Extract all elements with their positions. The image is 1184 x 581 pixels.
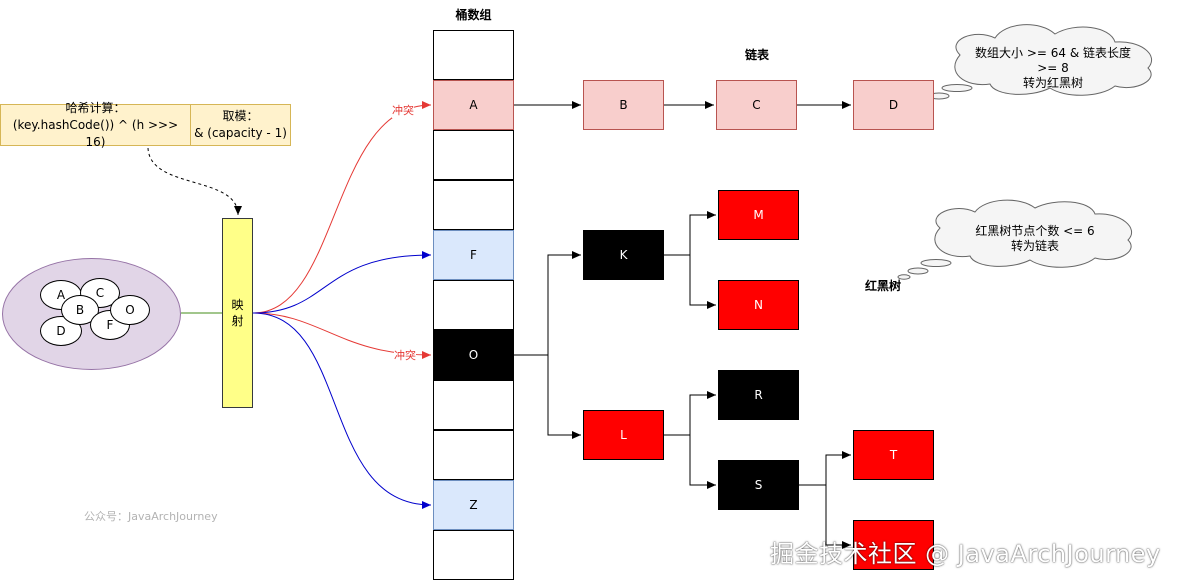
map-to-F-arrow [252,251,432,314]
tree-node-L: L [583,410,664,460]
hash-modulo-formula: & (capacity - 1) [194,126,287,140]
red-black-tree-title: 红黑树 [864,279,901,293]
tree-node-T: T [853,430,934,480]
L-to-R-arrow [664,391,716,436]
hash-to-mapping-arrow [147,147,242,216]
cloud-tree-text: 红黑树节点个数 <= 6 转为链表 [960,224,1110,254]
bucket-array-title: 桶数组 [455,8,492,22]
cloud-tree-line2: 转为链表 [1010,239,1059,253]
O-to-L-arrow [547,355,581,439]
hash-compute-label: 哈希计算： [65,100,126,115]
map-to-Z-arrow [252,312,432,509]
S-to-T-arrow [798,451,851,486]
linked-list-title: 链表 [744,48,769,62]
cloud-list-line2: 转为红黑树 [1022,76,1083,90]
bucket-cell-7 [433,380,514,430]
watermark-large: 掘金技术社区 @ JavaArchJourney [770,540,1161,568]
mapping-bar: 映 射 [222,218,253,408]
collision-label-1: 冲突 [392,102,414,118]
bucket-cell-0 [433,30,514,80]
bucket-cell-5 [433,280,514,330]
hash-modulo-box: 取模： & (capacity - 1) [190,104,291,146]
tree-node-bottom [853,520,934,570]
list-node-C: C [716,80,797,130]
key-node-D: D [40,316,82,346]
bucket-cell-3 [433,180,514,230]
hash-modulo-label: 取模： [222,109,259,123]
mapping-char-2: 射 [231,314,244,328]
hash-compute-box: 哈希计算： (key.hashCode()) ^ (h >>> 16) [0,101,191,149]
bucket-cell-A: A [433,80,514,130]
bucket-cell-O: O [433,330,514,380]
S-to-bottom-arrow [825,485,851,549]
key-node-O: O [110,295,150,325]
tree-node-S: S [718,460,799,510]
K-to-N-arrow [689,255,716,309]
bucket-cell-2 [433,130,514,180]
cloud-tree-line1: 红黑树节点个数 <= 6 [975,224,1095,238]
collision-label-2: 冲突 [394,347,416,363]
mapping-char-1: 映 [231,298,244,312]
bucket-cell-F: F [433,230,514,280]
watermark-small: 公众号：JavaArchJourney [84,510,218,523]
tree-node-R: R [718,370,799,420]
cloud-list-text: 数组大小 >= 64 & 链表长度 >= 8 转为红黑树 [968,46,1138,91]
list-node-D: D [853,80,934,130]
O-to-K-arrow [514,251,581,356]
cloud-tree-shape [897,199,1133,280]
tree-node-N: N [718,280,799,330]
cloud-list-line1: 数组大小 >= 64 & 链表长度 >= 8 [975,46,1131,75]
bucket-cell-10 [433,530,514,580]
bucket-cell-Z: Z [433,480,514,530]
bucket-cell-8 [433,430,514,480]
hash-compute-formula: (key.hashCode()) ^ (h >>> 16) [12,117,179,149]
tree-node-M: M [718,190,799,240]
list-node-B: B [583,80,664,130]
cloud-list-shape [918,24,1153,105]
tree-node-K: K [583,230,664,280]
K-to-M-arrow [664,211,716,256]
L-to-S-arrow [689,435,716,489]
